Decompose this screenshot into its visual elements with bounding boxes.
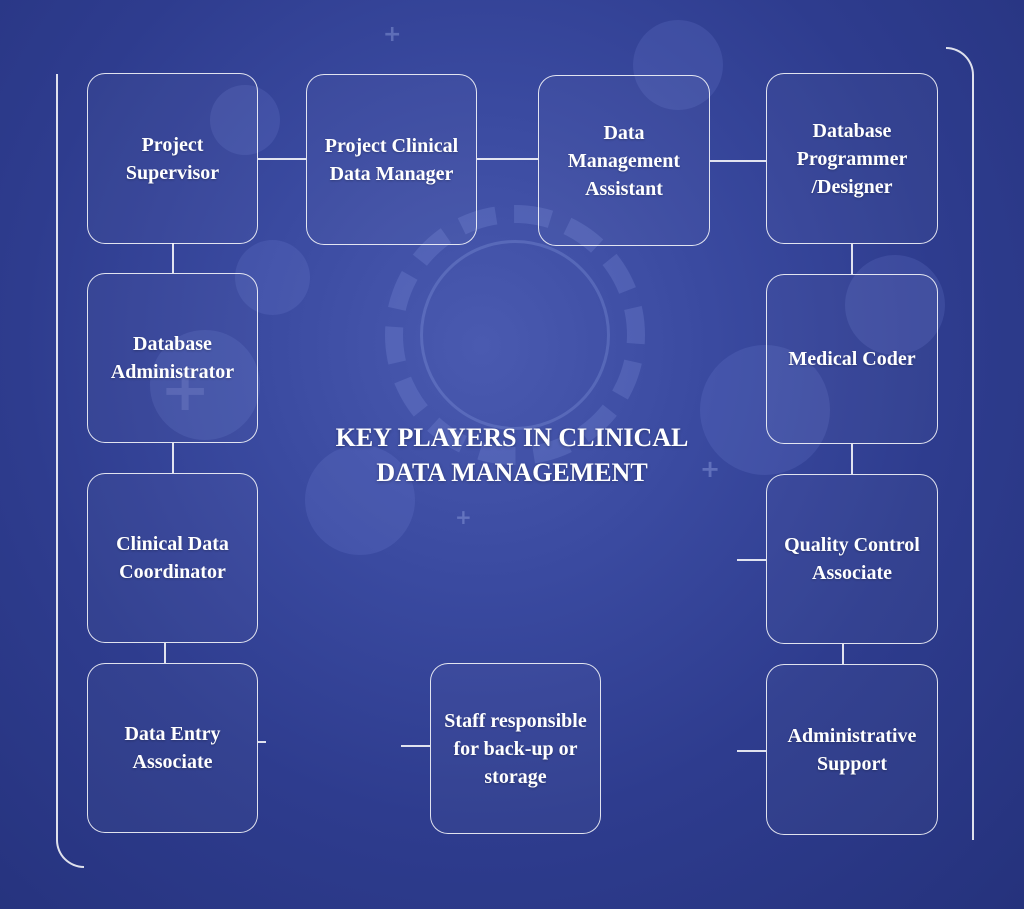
role-label: Database Programmer /Designer (796, 119, 908, 198)
decor-bubble (150, 330, 260, 440)
decor-bubble (305, 445, 415, 555)
role-quality-control-associate: Quality Control Associate (766, 474, 938, 644)
role-data-entry-associate: Data Entry Associate (87, 663, 258, 833)
role-label: Clinical Data Coordinator (116, 533, 229, 583)
plus-icon: + (160, 355, 211, 425)
title-line-2: DATA MANAGEMENT (376, 458, 648, 487)
role-medical-coder: Medical Coder (766, 274, 938, 444)
role-label: Quality Control Associate (784, 534, 920, 584)
connector-qc-stub (737, 559, 766, 561)
decor-bubble (700, 345, 830, 475)
title-line-1: KEY PLAYERS IN CLINICAL (335, 423, 689, 452)
plus-icon: + (455, 505, 472, 529)
role-project-supervisor: Project Supervisor (87, 73, 258, 244)
right-bracket (946, 47, 974, 840)
decor-bubble (633, 20, 723, 110)
decor-bubble (210, 85, 280, 155)
role-label: Project Supervisor (125, 133, 220, 184)
role-label: Data Management Assistant (567, 121, 681, 200)
plus-icon: + (383, 22, 402, 47)
role-administrative-support: Administrative Support (766, 664, 938, 835)
role-project-clinical-data-manager: Project Clinical Data Manager (306, 74, 477, 245)
connector-assistant-to-programmer (710, 160, 766, 162)
role-label: Staff responsible for back-up or storage (444, 709, 587, 788)
role-label: Medical Coder (788, 348, 916, 370)
connector-coder-to-qc (851, 444, 853, 474)
connector-manager-to-assistant (477, 158, 538, 160)
role-staff-backup-storage: Staff responsible for back-up or storage (430, 663, 601, 834)
left-bracket (56, 74, 84, 868)
connector-backup-stub (401, 745, 430, 747)
plus-icon: + (700, 455, 721, 483)
connector-entry-stub (258, 741, 266, 743)
role-label: Data Entry Associate (124, 723, 221, 773)
role-label: Database Administrator (110, 333, 235, 383)
role-data-management-assistant: Data Management Assistant (538, 75, 710, 246)
connector-qc-to-admin-support (842, 644, 844, 664)
connector-supervisor-to-admin (172, 243, 174, 273)
diagram-title: KEY PLAYERS IN CLINICAL DATA MANAGEMENT (262, 420, 762, 490)
role-clinical-data-coordinator: Clinical Data Coordinator (87, 473, 258, 643)
role-label: Administrative Support (787, 724, 917, 775)
connector-admin-to-coordinator (172, 443, 174, 473)
role-label: Project Clinical Data Manager (324, 134, 459, 185)
connector-admin-support-stub (737, 750, 766, 752)
decor-stethoscope-circle (420, 240, 610, 430)
role-database-programmer-designer: Database Programmer /Designer (766, 73, 938, 244)
connector-coordinator-to-entry (164, 643, 166, 663)
connector-programmer-to-coder (851, 244, 853, 274)
role-database-administrator: Database Administrator (87, 273, 258, 443)
decor-bubble (845, 255, 945, 355)
connector-supervisor-to-manager (258, 158, 306, 160)
